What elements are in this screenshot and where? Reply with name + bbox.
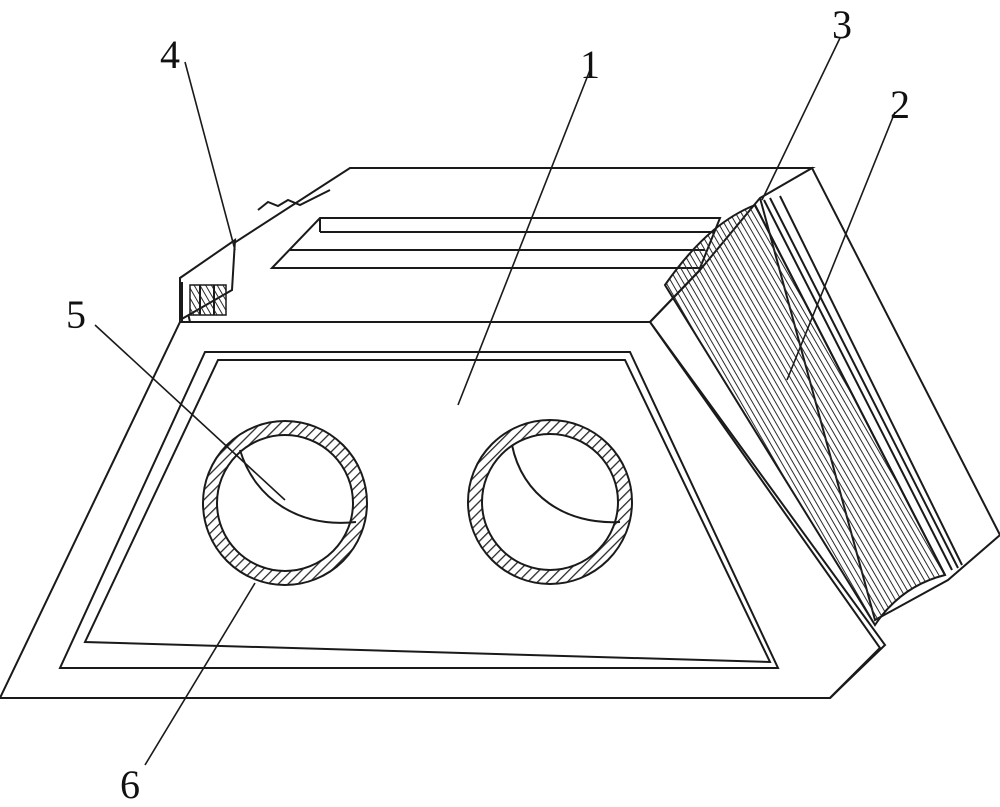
leader-1 (457, 69, 591, 406)
label-part-6: 6 (120, 762, 140, 807)
hatched-strip (663, 197, 959, 627)
label-part-2: 2 (890, 82, 910, 127)
label-part-3: 3 (832, 2, 852, 47)
leader-2 (786, 111, 896, 381)
label-part-1: 1 (580, 42, 600, 87)
label-part-4: 4 (160, 32, 180, 77)
left-notch (179, 189, 331, 322)
leader-5 (94, 324, 286, 501)
leader-4 (184, 61, 236, 251)
label-part-5: 5 (66, 292, 86, 337)
leader-lines (94, 37, 896, 766)
leader-6 (144, 582, 256, 766)
left-hole (202, 420, 368, 586)
front-face (0, 269, 887, 699)
top-recess-slot (269, 217, 722, 269)
leader-3 (761, 37, 841, 201)
right-hole (467, 419, 633, 585)
front-inner-frame (58, 351, 780, 669)
